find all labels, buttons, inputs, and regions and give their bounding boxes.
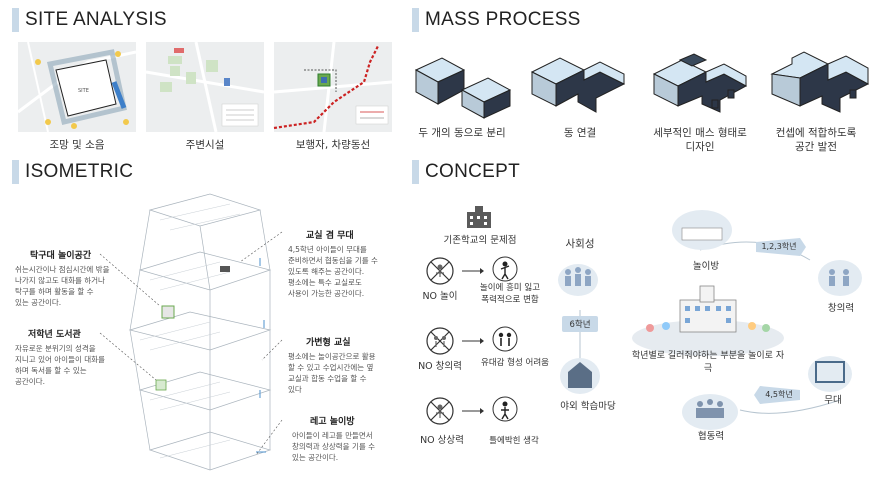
mass-caption-4: 컨셉에 적합하도록 공간 발전 bbox=[775, 127, 857, 153]
problem-2-result: 유대감 형성 어려움 bbox=[481, 358, 549, 368]
iso-item-2-desc: 자유로운 분위기의 성격을 지니고 있어 아이들이 대화를 하며 독서를 할 수… bbox=[15, 344, 105, 386]
arrow-right-icon bbox=[462, 338, 484, 344]
grade-6-label: 6학년 bbox=[569, 320, 591, 330]
site-caption-2: 주변시설 bbox=[185, 139, 225, 151]
arrow-right-icon bbox=[462, 268, 484, 274]
site-label: SITE bbox=[78, 88, 89, 94]
site-caption-1: 조망 및 소음 bbox=[49, 139, 105, 151]
creativity-label: 창의력 bbox=[827, 303, 855, 314]
title-accent-bar bbox=[412, 160, 419, 184]
concept-cycle-diagram bbox=[558, 210, 862, 430]
site-view-noise-map: SITE bbox=[17, 41, 137, 133]
pedestrian-vehicle-route-map bbox=[273, 41, 393, 133]
grade-45-label: 4,5학년 bbox=[765, 390, 793, 399]
problem-2-no: NO 창의력 bbox=[418, 361, 462, 372]
problem-1-no: NO 놀이 bbox=[422, 291, 458, 302]
mass-process-heading: MASS PROCESS bbox=[425, 9, 581, 30]
mass-step-3-detailed bbox=[652, 53, 748, 113]
no-creativity-icon bbox=[426, 327, 454, 355]
site-caption-3: 보행자, 차량동선 bbox=[295, 139, 371, 151]
problem-1-result: 놀이에 흥미 잃고 폭력적으로 변함 bbox=[479, 283, 541, 305]
isometric-heading: ISOMETRIC bbox=[25, 161, 134, 182]
mass-process-title: MASS PROCESS bbox=[412, 8, 581, 32]
iso-item-4-title: 가변형 교실 bbox=[306, 338, 351, 348]
mass-step-4-developed bbox=[770, 51, 870, 113]
iso-item-2-title: 저학년 도서관 bbox=[28, 330, 81, 340]
grade-123-label: 1,2,3학년 bbox=[761, 242, 797, 251]
grade-123-badge bbox=[756, 238, 806, 256]
isometric-building-drawing bbox=[128, 193, 272, 471]
concept-heading: CONCEPT bbox=[425, 161, 520, 182]
isometric-title: ISOMETRIC bbox=[12, 160, 133, 184]
school-building-icon bbox=[467, 206, 491, 228]
surrounding-facilities-map bbox=[145, 41, 265, 133]
mass-caption-2: 동 연결 bbox=[563, 127, 597, 139]
violent-child-icon bbox=[492, 256, 518, 282]
site-analysis-heading: SITE ANALYSIS bbox=[25, 9, 167, 30]
arrow-right-icon bbox=[462, 408, 484, 414]
mass-caption-3: 세부적인 매스 형태로 디자인 bbox=[653, 127, 747, 153]
playroom-label: 놀이방 bbox=[692, 261, 720, 272]
thinking-child-icon bbox=[492, 396, 518, 422]
iso-item-4-desc: 평소에는 놀이공간으로 활용 할 수 있고 수업시간에는 옆 교실과 합동 수업… bbox=[288, 352, 376, 394]
iso-item-1-title: 탁구대 놀이공간 bbox=[30, 251, 92, 261]
problem-3-result: 틀에박힌 생각 bbox=[489, 436, 539, 446]
problem-3-no: NO 상상력 bbox=[420, 435, 464, 446]
no-imagination-icon bbox=[426, 397, 454, 425]
problems-title: 기존학교의 문제점 bbox=[443, 235, 517, 246]
grade-45-badge bbox=[754, 386, 800, 404]
sociality-label: 사회성 bbox=[565, 238, 595, 250]
iso-item-3-desc: 4,5학년 아이들이 무대를 준비하면서 협동심을 기를 수 있도록 해주는 공… bbox=[288, 245, 378, 298]
center-label: 학년별로 길러줘야하는 부분을 놀이로 자극 bbox=[631, 351, 785, 374]
mass-step-2-connect bbox=[530, 57, 626, 113]
mass-step-1-separate bbox=[414, 57, 512, 119]
separated-children-icon bbox=[492, 326, 518, 352]
iso-item-1-desc: 쉬는시간이나 점심시간에 밖을 나가지 않고도 대화를 하거나 탁구를 하며 활… bbox=[15, 265, 110, 307]
title-accent-bar bbox=[412, 8, 419, 32]
concept-title: CONCEPT bbox=[412, 160, 520, 184]
cooperation-label: 협동력 bbox=[697, 431, 725, 442]
no-play-icon bbox=[426, 257, 454, 285]
iso-item-3-title: 교실 겸 무대 bbox=[306, 231, 354, 241]
title-accent-bar bbox=[12, 160, 19, 184]
iso-item-5-desc: 아이들이 레고를 만들면서 창의력과 상상력을 기를 수 있는 공간이다. bbox=[292, 431, 376, 462]
outdoor-label: 야외 학습마당 bbox=[560, 401, 616, 412]
central-school-illustration bbox=[646, 285, 770, 333]
title-accent-bar bbox=[12, 8, 19, 32]
mass-caption-1: 두 개의 동으로 분리 bbox=[418, 127, 506, 139]
iso-item-5-title: 레고 놀이방 bbox=[310, 417, 355, 427]
stage-label: 무대 bbox=[824, 395, 842, 406]
site-analysis-title: SITE ANALYSIS bbox=[12, 8, 167, 32]
grade-6-badge bbox=[562, 316, 598, 332]
